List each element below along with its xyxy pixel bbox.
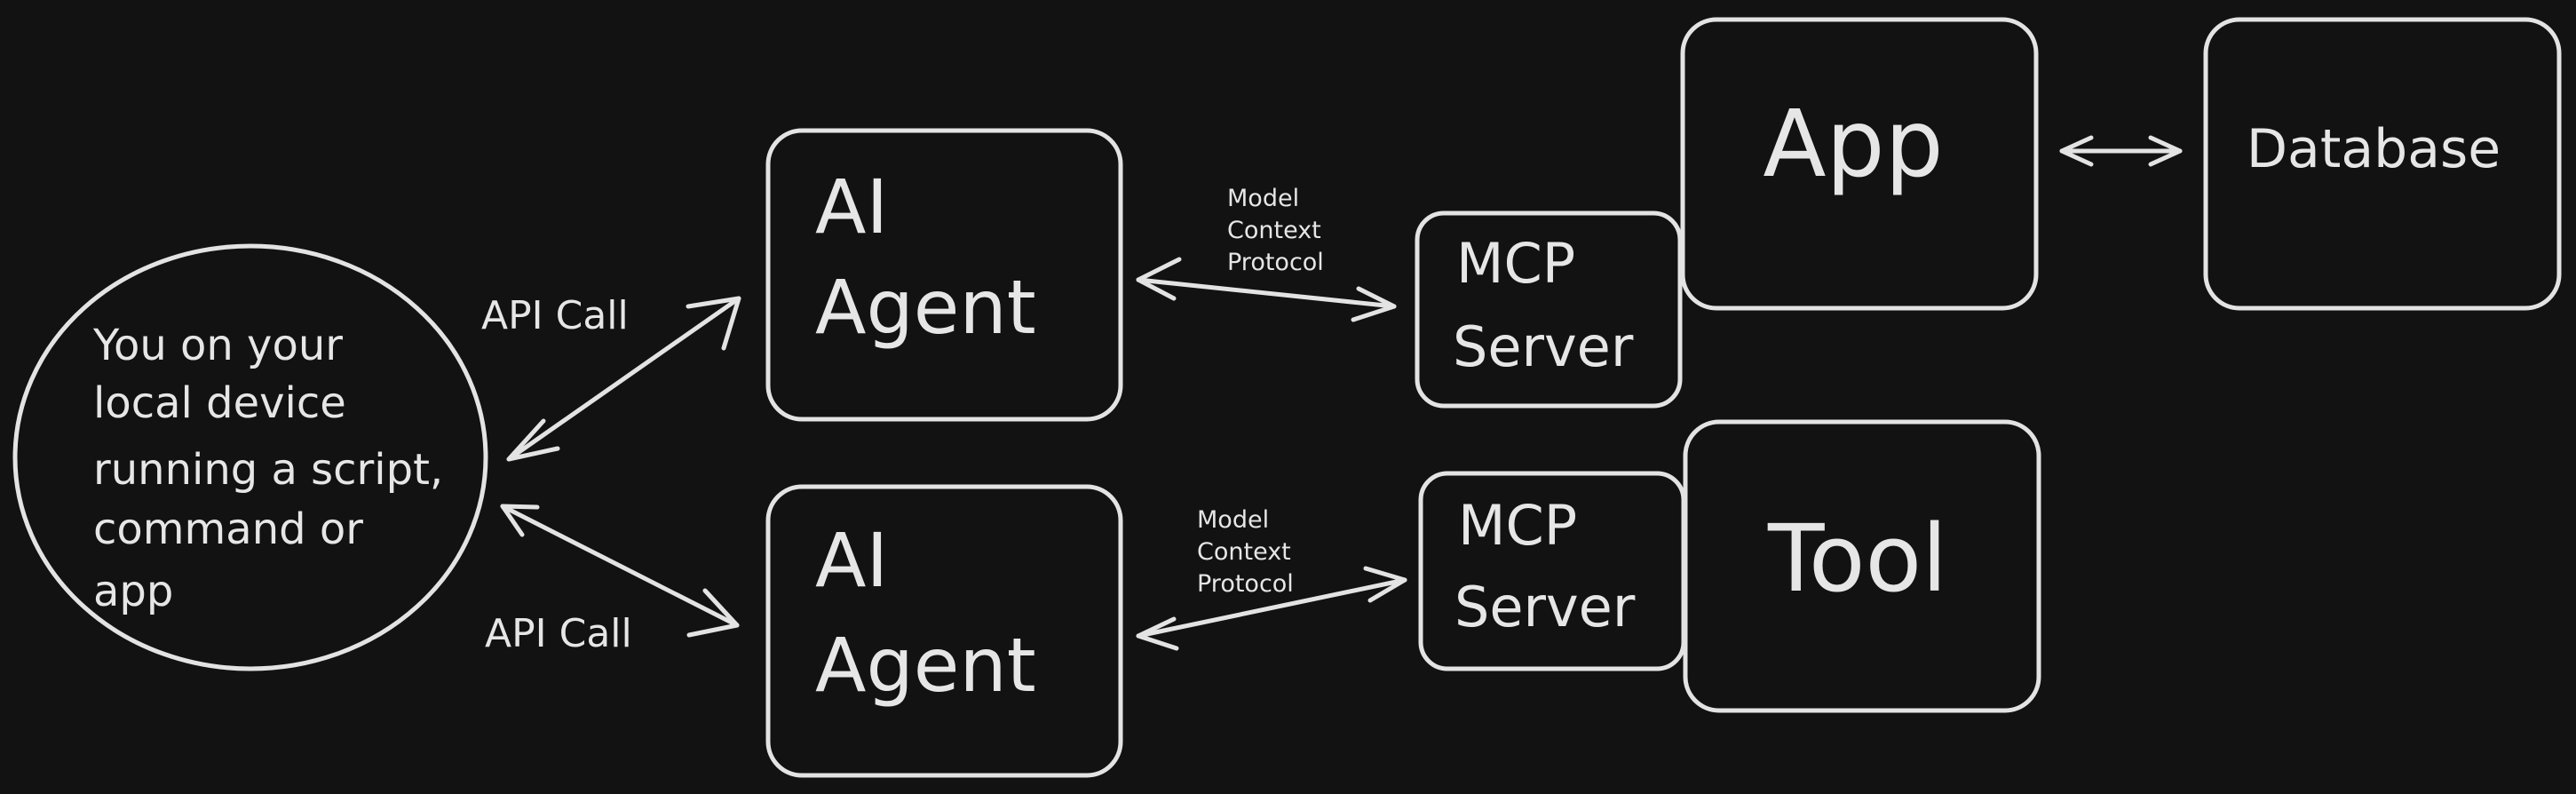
- client-label-line: command or: [93, 504, 363, 554]
- database-label: Database: [2247, 118, 2501, 180]
- api-call-edge-top: API Call: [481, 293, 741, 462]
- mcp-protocol-edge-bottom: Model Context Protocol: [1136, 506, 1407, 651]
- app-node: App: [1680, 17, 2039, 311]
- agent-label-line: AI: [815, 517, 888, 604]
- client-label-line: local device: [93, 378, 346, 428]
- tool-node: Tool: [1683, 419, 2041, 713]
- protocol-label-line: Protocol: [1227, 249, 1324, 276]
- protocol-label-line: Model: [1197, 506, 1269, 534]
- svg-text:AI Agent: AI Agent: [815, 163, 1036, 351]
- svg-text:MCP Server: MCP Server: [1453, 231, 1634, 379]
- svg-text:Model Context Prot: Model Context Protocol: [1197, 506, 1298, 598]
- client-node: You on your local device running a scrip…: [12, 243, 488, 671]
- client-label-line: running a script,: [93, 445, 443, 495]
- ai-agent-node-top: AI Agent: [765, 128, 1123, 422]
- database-node: Database: [2203, 17, 2562, 311]
- mcp-protocol-edge-top: Model Context Protocol: [1136, 185, 1397, 322]
- client-label-line: You on your: [92, 321, 343, 370]
- agent-label-line: Agent: [815, 264, 1036, 351]
- protocol-label-line: Context: [1197, 538, 1291, 566]
- mcp-server-node-bottom: MCP Server: [1418, 471, 1686, 671]
- app-database-edge: [2059, 135, 2183, 167]
- mcp-label-line: MCP: [1458, 493, 1577, 558]
- api-call-edge-bottom: API Call: [485, 504, 740, 656]
- agent-label-line: AI: [815, 163, 888, 250]
- mcp-label-line: MCP: [1456, 231, 1575, 296]
- app-label: App: [1763, 90, 1943, 198]
- client-label-line: app: [93, 567, 173, 616]
- api-call-label: API Call: [485, 611, 632, 656]
- ai-agent-node-bottom: AI Agent: [765, 484, 1123, 778]
- agent-label-line: Agent: [815, 622, 1036, 709]
- svg-text:You on your local device: You on your local device running a scrip…: [92, 321, 456, 616]
- tool-label: Tool: [1767, 504, 1947, 613]
- protocol-label-line: Model: [1227, 185, 1299, 212]
- mcp-label-line: Server: [1453, 314, 1634, 379]
- svg-text:MCP Server: MCP Server: [1454, 493, 1636, 639]
- svg-text:AI Agent: AI Agent: [815, 517, 1036, 709]
- api-call-label: API Call: [481, 293, 629, 338]
- protocol-label-line: Context: [1227, 217, 1321, 244]
- mcp-server-node-top: MCP Server: [1415, 210, 1683, 409]
- svg-text:Model Context Prot: Model Context Protocol: [1227, 185, 1328, 276]
- mcp-label-line: Server: [1454, 575, 1636, 639]
- protocol-label-line: Protocol: [1197, 570, 1294, 598]
